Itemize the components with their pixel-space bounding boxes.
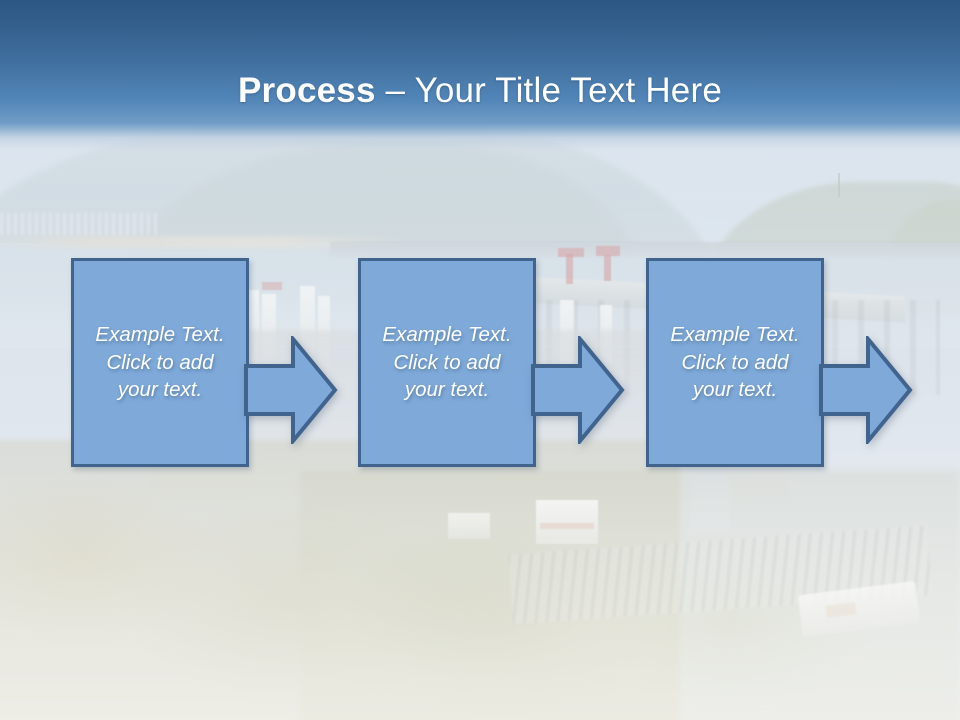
process-step-2-text[interactable]: Example Text. Click to add your text. — [382, 322, 512, 402]
right-arrow-icon — [243, 336, 338, 444]
right-arrow-icon — [818, 336, 913, 444]
page-title-bold: Process — [238, 71, 376, 111]
page-title-rest: – Your Title Text Here — [375, 71, 722, 111]
process-step-3-box[interactable]: Example Text. Click to add your text. — [646, 258, 824, 467]
process-step-2-box[interactable]: Example Text. Click to add your text. — [358, 258, 536, 467]
process-step-1-box[interactable]: Example Text. Click to add your text. — [71, 258, 249, 467]
process-step-1-text[interactable]: Example Text. Click to add your text. — [95, 322, 225, 402]
right-arrow-icon — [530, 336, 625, 444]
process-step-2[interactable]: Example Text. Click to add your text. — [358, 258, 625, 467]
process-step-3-text[interactable]: Example Text. Click to add your text. — [670, 322, 800, 402]
process-step-3[interactable]: Example Text. Click to add your text. — [646, 258, 913, 467]
process-step-1[interactable]: Example Text. Click to add your text. — [71, 258, 338, 467]
page-title: Process – Your Title Text Here — [0, 71, 960, 111]
